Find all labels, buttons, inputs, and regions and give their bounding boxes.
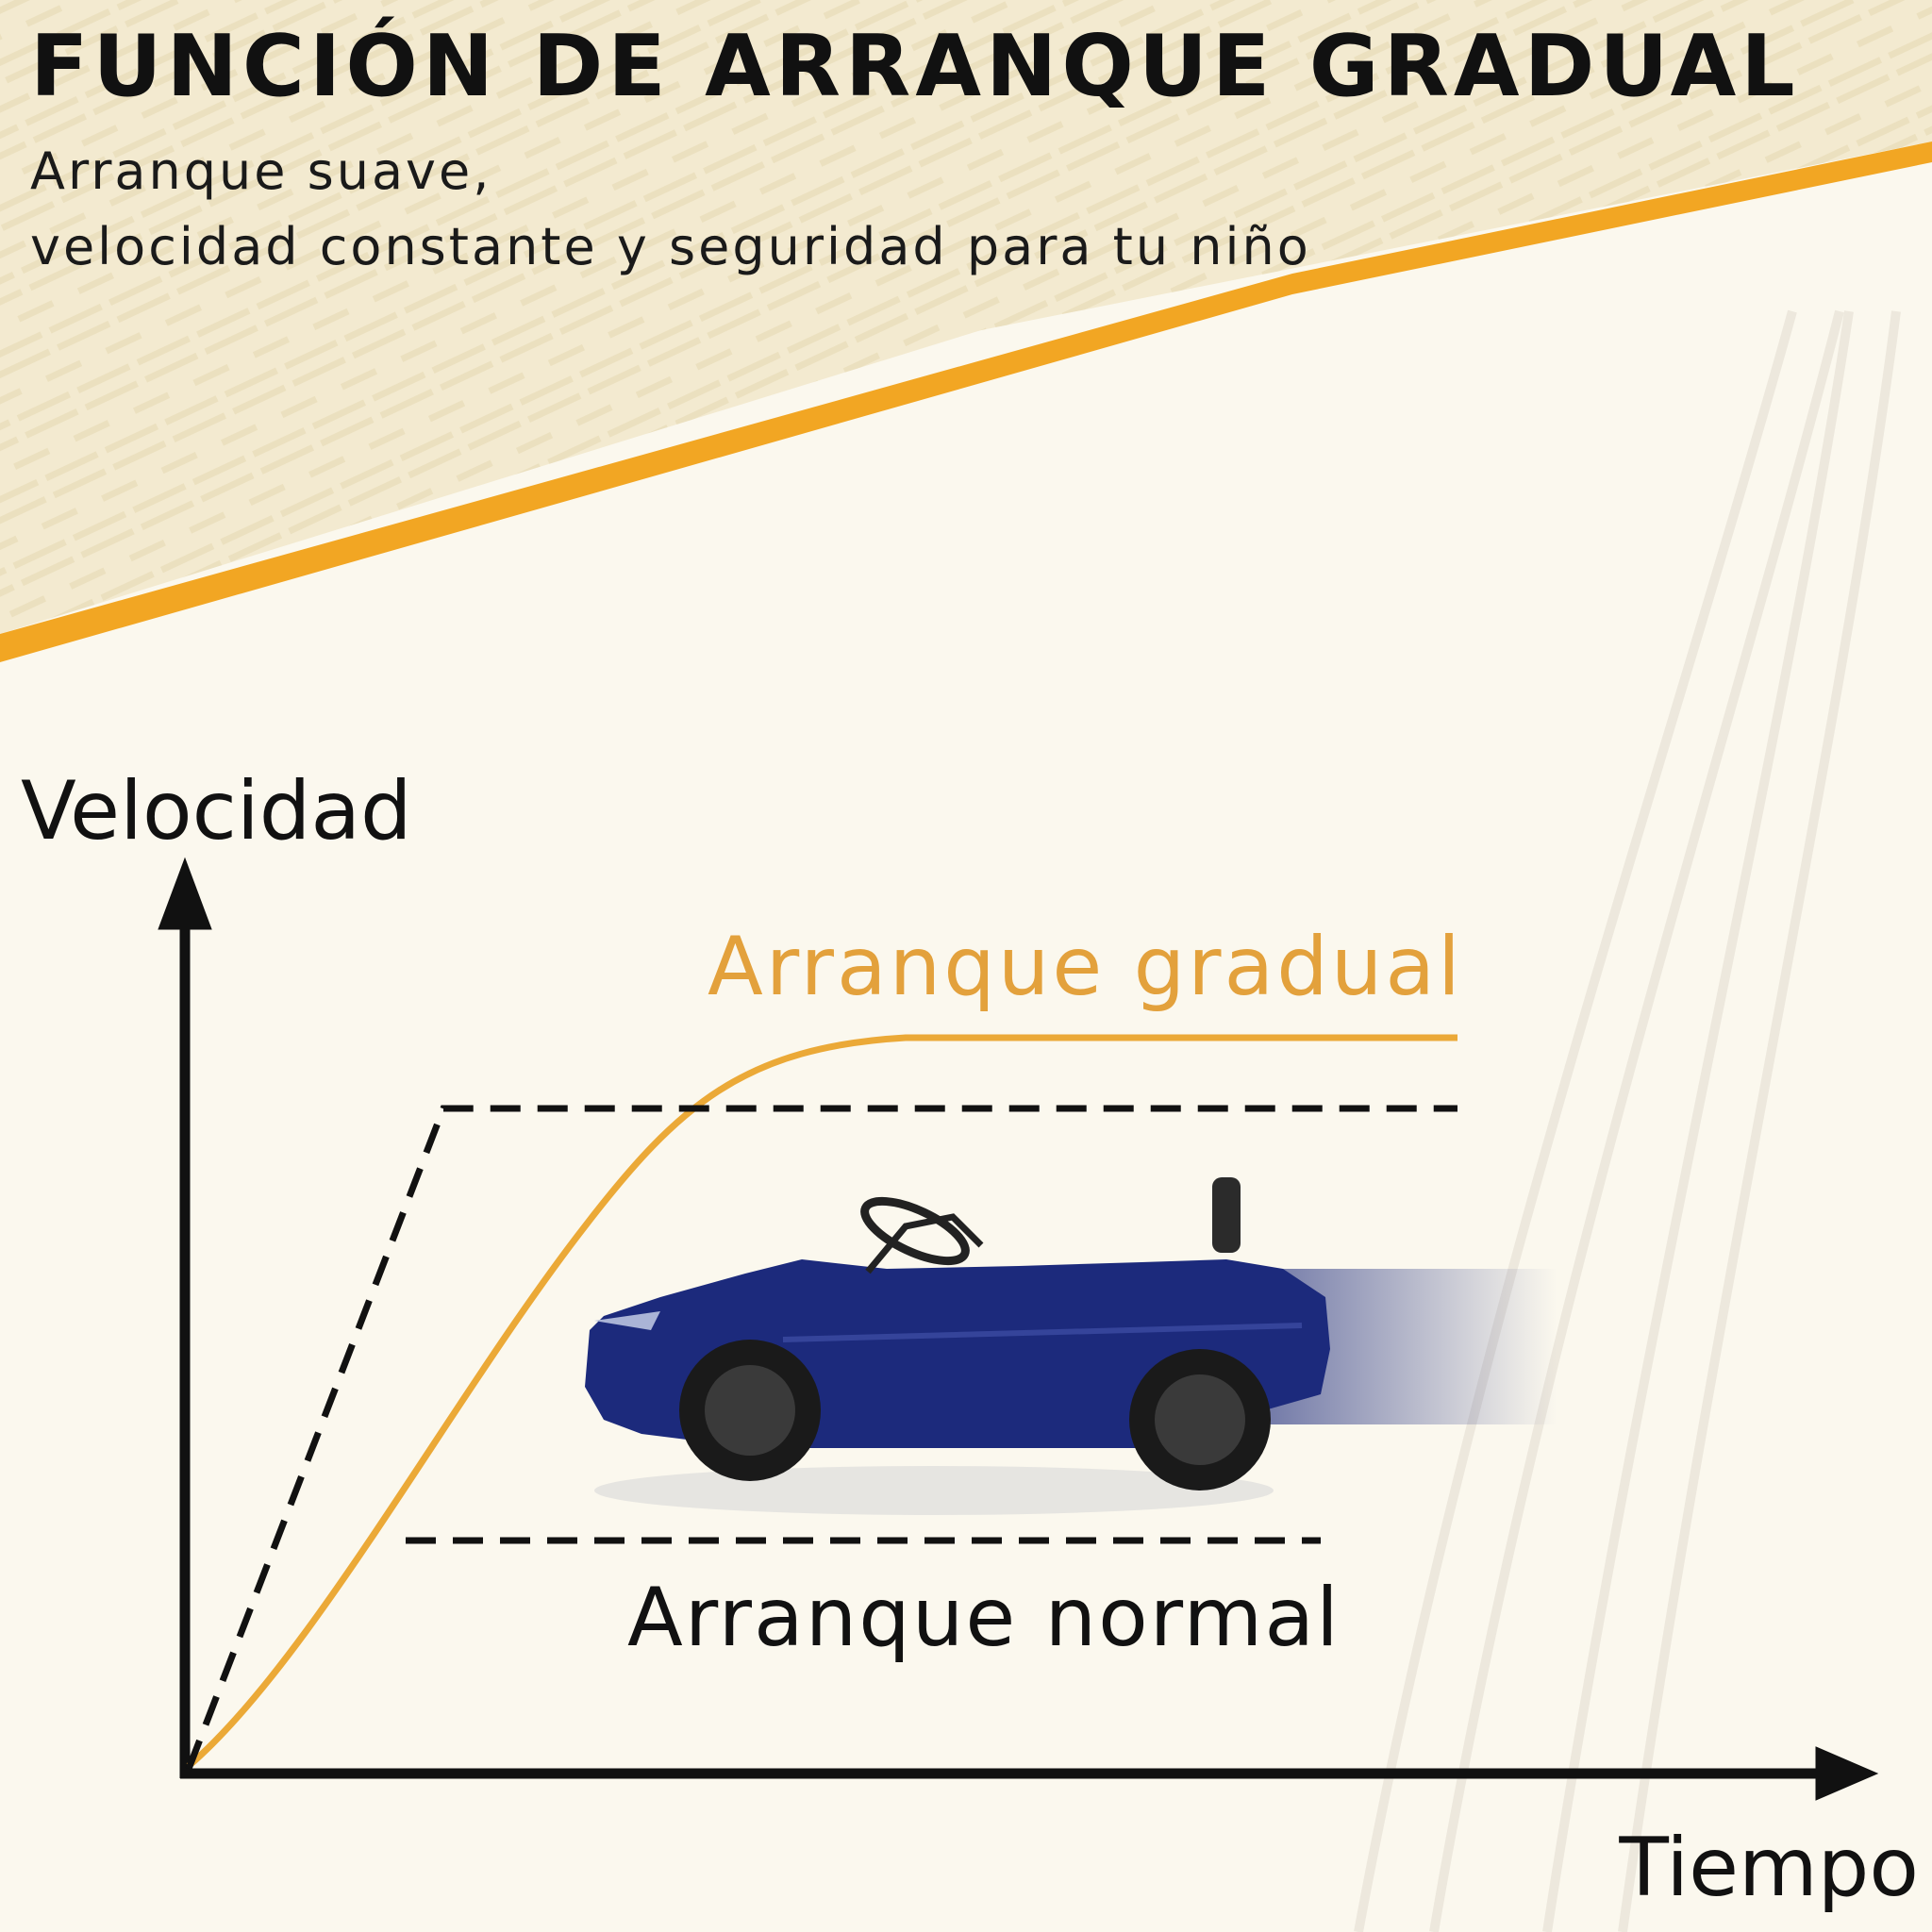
series-line-gradual: [186, 1034, 1457, 1769]
series-label-gradual: Arranque gradual: [708, 920, 1463, 1014]
series-line-normal: [185, 1105, 1457, 1771]
y-axis-arrow: [158, 857, 212, 930]
subtitle-line-2: velocidad constante y seguridad para tu …: [30, 217, 1311, 276]
chart-axes: [158, 857, 1879, 1801]
x-axis-label: Tiempo: [1619, 1821, 1919, 1915]
tire-tracks-decoration: [1354, 309, 1901, 1932]
series-label-normal: Arranque normal: [627, 1571, 1341, 1665]
background-band: [0, 0, 1932, 634]
page-title: FUNCIÓN DE ARRANQUE GRADUAL: [30, 17, 1800, 116]
subtitle-line-1: Arranque suave,: [30, 142, 492, 201]
y-axis-label: Velocidad: [21, 764, 412, 858]
accent-stripe: [0, 142, 1932, 662]
x-axis-arrow: [1815, 1746, 1879, 1801]
blue-ride-on-car-icon: [585, 1177, 1557, 1515]
